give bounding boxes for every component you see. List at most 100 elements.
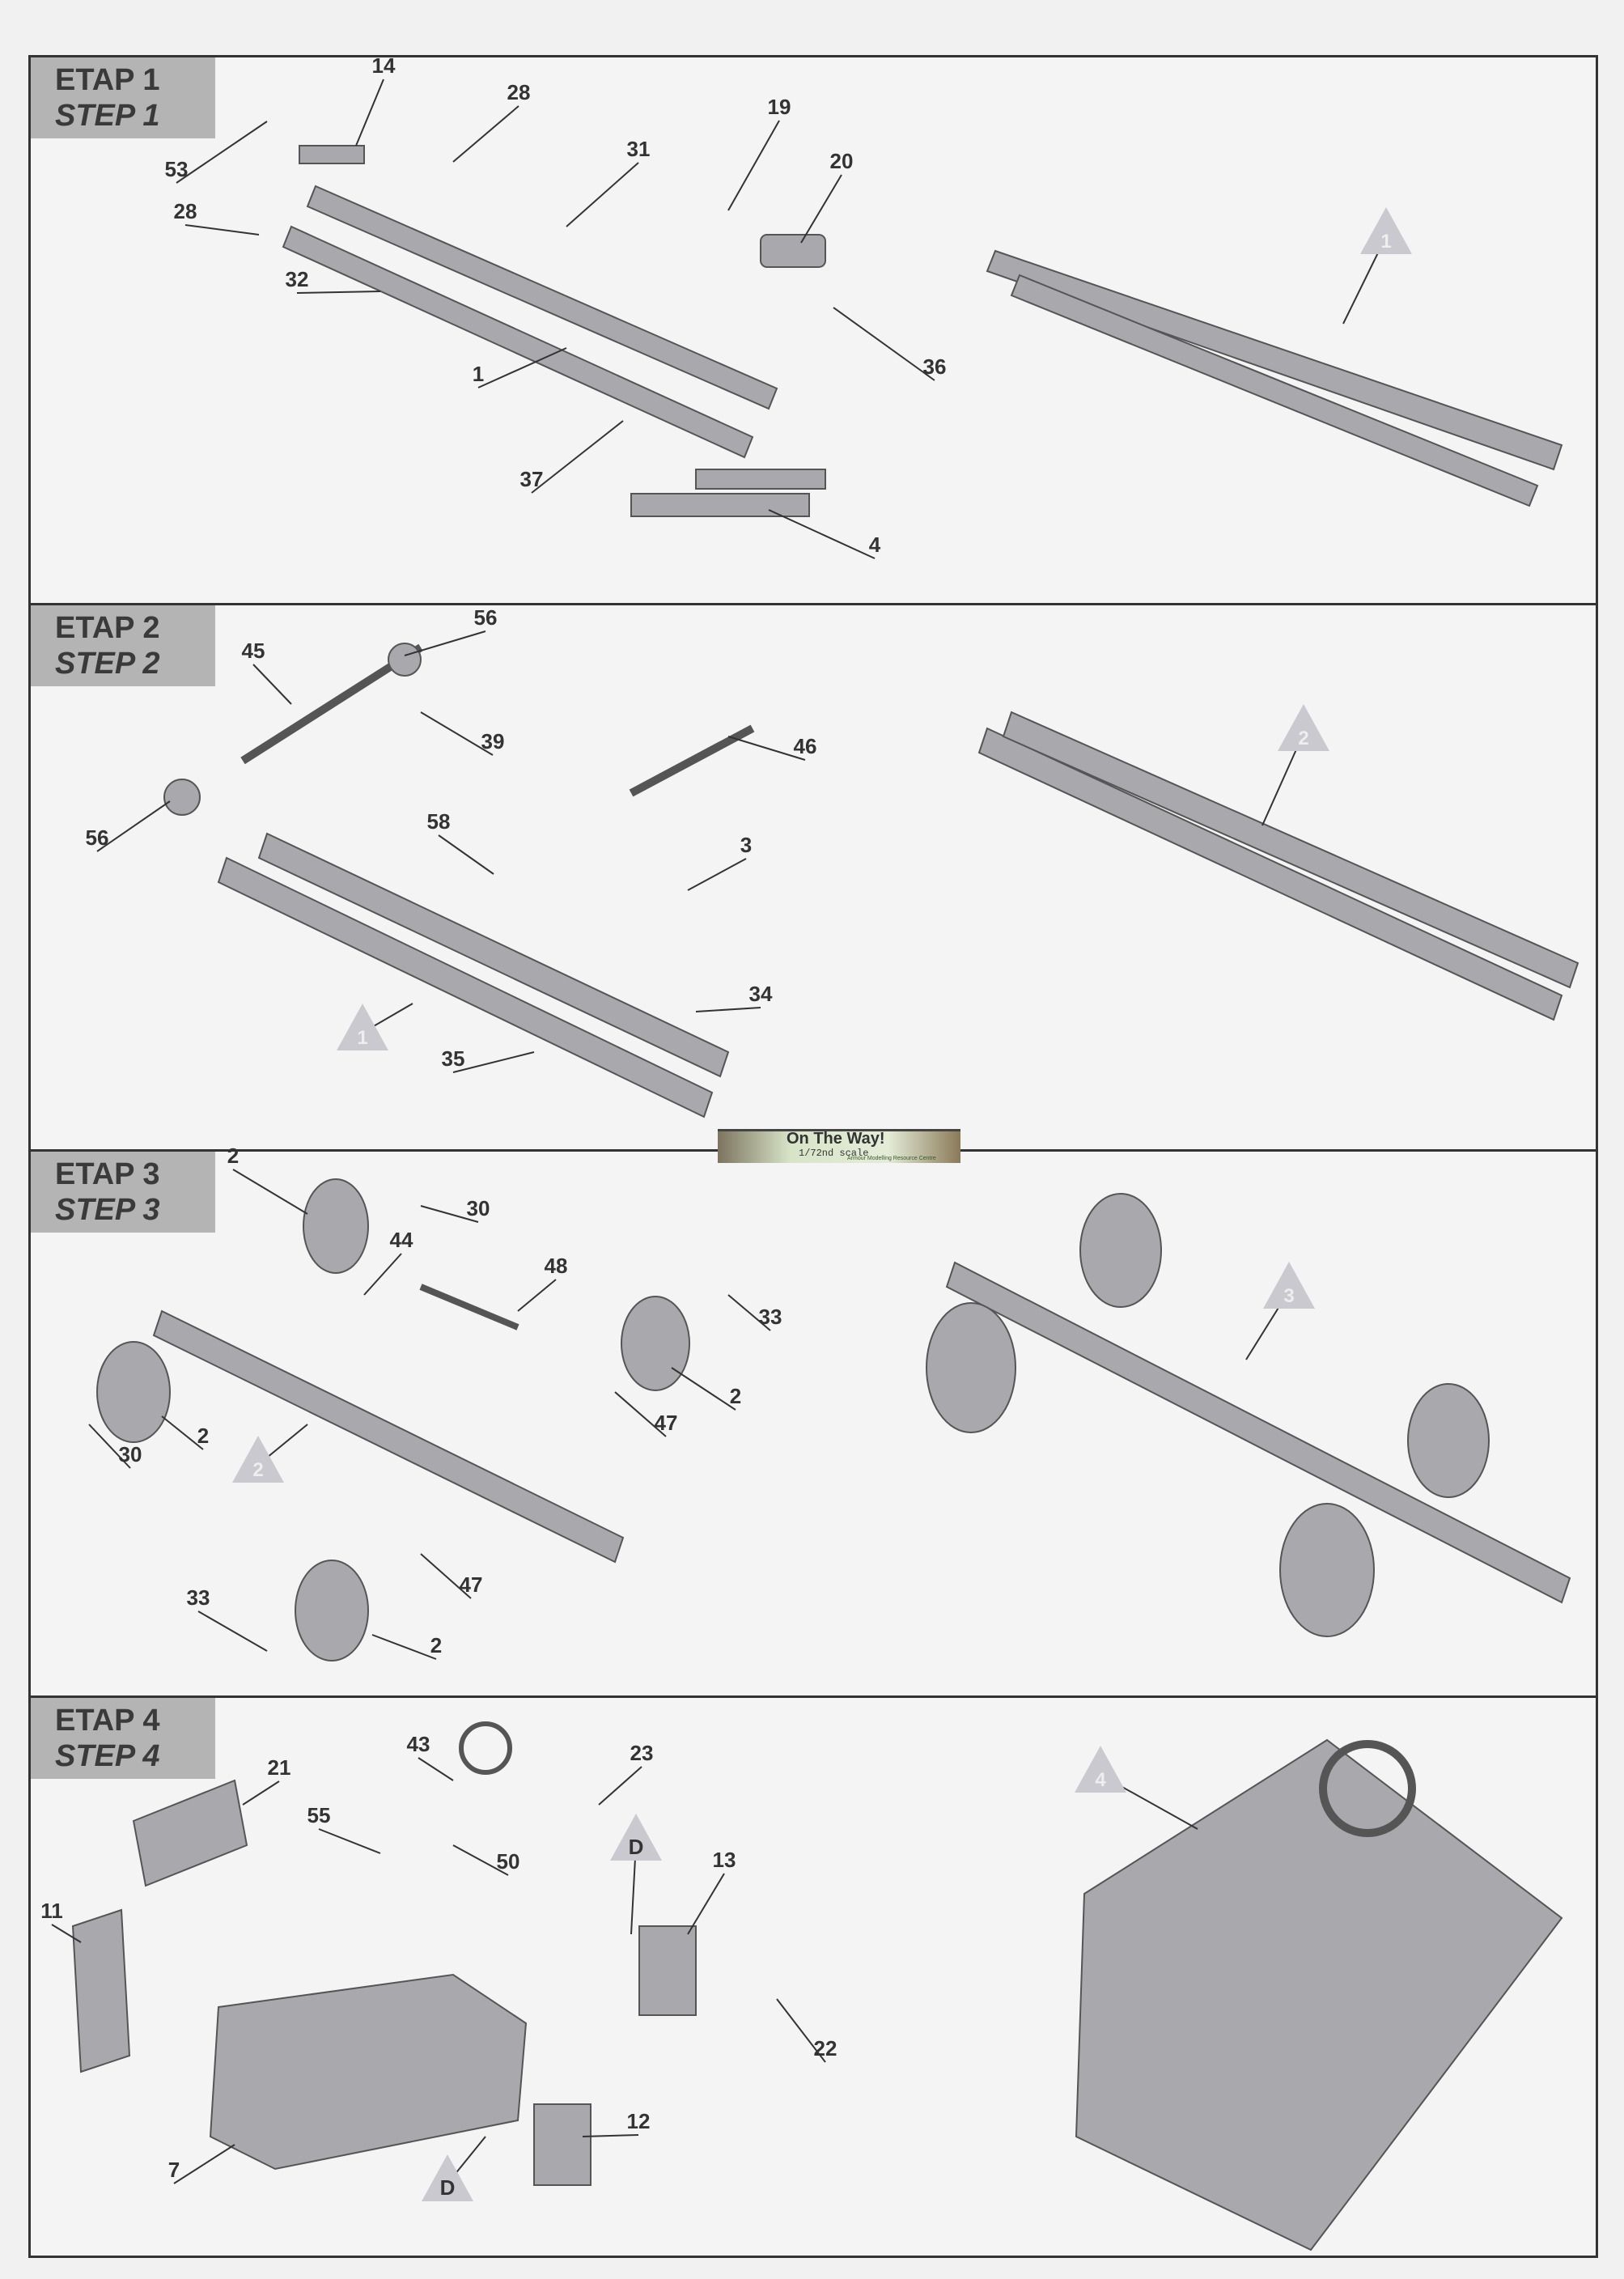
leader-line — [420, 1553, 472, 1599]
etap-label: ETAP 1 — [55, 63, 160, 97]
part-number-28: 28 — [174, 199, 197, 223]
chassis-rail — [945, 1261, 1571, 1604]
chassis-rail — [977, 727, 1563, 1021]
part-number-14: 14 — [372, 53, 396, 78]
part-number-32: 32 — [286, 267, 309, 291]
chassis-rail — [217, 856, 714, 1118]
part-number-12: 12 — [627, 2109, 651, 2133]
part-number-33: 33 — [187, 1585, 210, 1610]
part-20 — [760, 234, 826, 268]
leader-line — [452, 105, 519, 163]
leader-line — [687, 858, 747, 891]
part-number-58: 58 — [427, 809, 451, 834]
part-number-50: 50 — [497, 1849, 520, 1874]
part-number-56: 56 — [86, 825, 109, 850]
reference-triangle — [337, 1004, 388, 1050]
panel-11 — [71, 1908, 131, 2073]
leader-line — [687, 1873, 725, 1935]
reference-triangle — [1278, 704, 1329, 751]
reference-triangle — [1263, 1262, 1315, 1309]
part-number-34: 34 — [749, 982, 773, 1006]
part-number-19: 19 — [768, 95, 791, 119]
part-number-39: 39 — [481, 729, 505, 753]
reference-triangle — [610, 1814, 662, 1861]
leader-line — [355, 79, 384, 146]
reference-marker-3: 3 — [1283, 1285, 1294, 1307]
part-number-47: 47 — [655, 1411, 678, 1435]
etap-label: ETAP 3 — [55, 1157, 160, 1191]
leader-line — [252, 664, 292, 705]
wheel-hub-56 — [163, 779, 201, 816]
leader-line — [176, 121, 268, 184]
leader-line — [727, 120, 780, 211]
part-number-23: 23 — [630, 1741, 654, 1765]
reference-marker-D: D — [629, 1835, 644, 1859]
leader-line — [161, 1415, 204, 1450]
part-number-13: 13 — [713, 1848, 736, 1872]
on-the-way-logo: On The Way! 1/72nd scale Armour Modellin… — [718, 1129, 960, 1163]
reference-triangle — [422, 2154, 473, 2201]
chassis-rail — [306, 185, 778, 410]
part-number-2: 2 — [197, 1424, 209, 1448]
part-number-30: 30 — [119, 1442, 142, 1466]
cab-floor-7 — [209, 1973, 528, 2171]
part-number-46: 46 — [794, 734, 817, 758]
leader-line — [727, 1294, 771, 1331]
part-number-7: 7 — [168, 2158, 180, 2182]
leader-line — [566, 162, 639, 227]
leader-line — [232, 1169, 308, 1215]
leader-line — [582, 2134, 639, 2137]
wheel-2 — [295, 1560, 369, 1662]
chassis-rail — [257, 832, 730, 1078]
chassis-rail — [1002, 711, 1579, 989]
leader-line — [296, 291, 381, 294]
leader-line — [438, 834, 494, 875]
part-number-55: 55 — [307, 1803, 331, 1827]
etap-label: ETAP 4 — [55, 1704, 160, 1738]
reference-marker-1: 1 — [357, 1027, 367, 1049]
leader-line — [197, 1611, 268, 1652]
part-number-21: 21 — [268, 1755, 291, 1780]
part-number-48: 48 — [545, 1254, 568, 1278]
part-number-37: 37 — [520, 467, 544, 491]
reference-triangle — [232, 1436, 284, 1483]
part-number-43: 43 — [407, 1732, 430, 1756]
part-number-53: 53 — [165, 157, 189, 181]
leader-line — [671, 1367, 736, 1411]
leader-line — [371, 1634, 437, 1660]
reference-triangle — [1360, 207, 1412, 254]
logo-title: On The Way! — [787, 1130, 885, 1148]
leader-line — [517, 1279, 557, 1312]
part-number-33: 33 — [759, 1305, 782, 1329]
leaf-spring — [630, 493, 810, 517]
part-number-22: 22 — [814, 2036, 837, 2060]
leaf-spring — [695, 469, 826, 490]
floor-21 — [132, 1779, 248, 1887]
leader-line — [727, 736, 806, 761]
leader-line — [96, 800, 171, 852]
seat-12 — [533, 2103, 592, 2186]
part-number-30: 30 — [467, 1196, 490, 1220]
wheel-2 — [96, 1341, 171, 1443]
leader-line — [318, 1828, 381, 1854]
reference-marker-2: 2 — [252, 1459, 263, 1481]
wheel-2 — [303, 1178, 369, 1274]
leader-line — [184, 224, 260, 236]
part-number-1: 1 — [473, 362, 484, 386]
part-number-35: 35 — [442, 1046, 465, 1071]
leader-line — [420, 711, 494, 756]
chassis-rail — [282, 225, 754, 459]
part-number-47: 47 — [460, 1572, 483, 1597]
logo-scale: 1/72nd scale — [799, 1148, 869, 1159]
axle-46 — [629, 724, 755, 797]
part-number-2: 2 — [730, 1384, 741, 1408]
reference-triangle — [1075, 1746, 1126, 1793]
seat-13 — [638, 1925, 697, 2016]
wheel-hub-56 — [388, 643, 422, 677]
step-label: STEP 3 — [55, 1193, 160, 1227]
